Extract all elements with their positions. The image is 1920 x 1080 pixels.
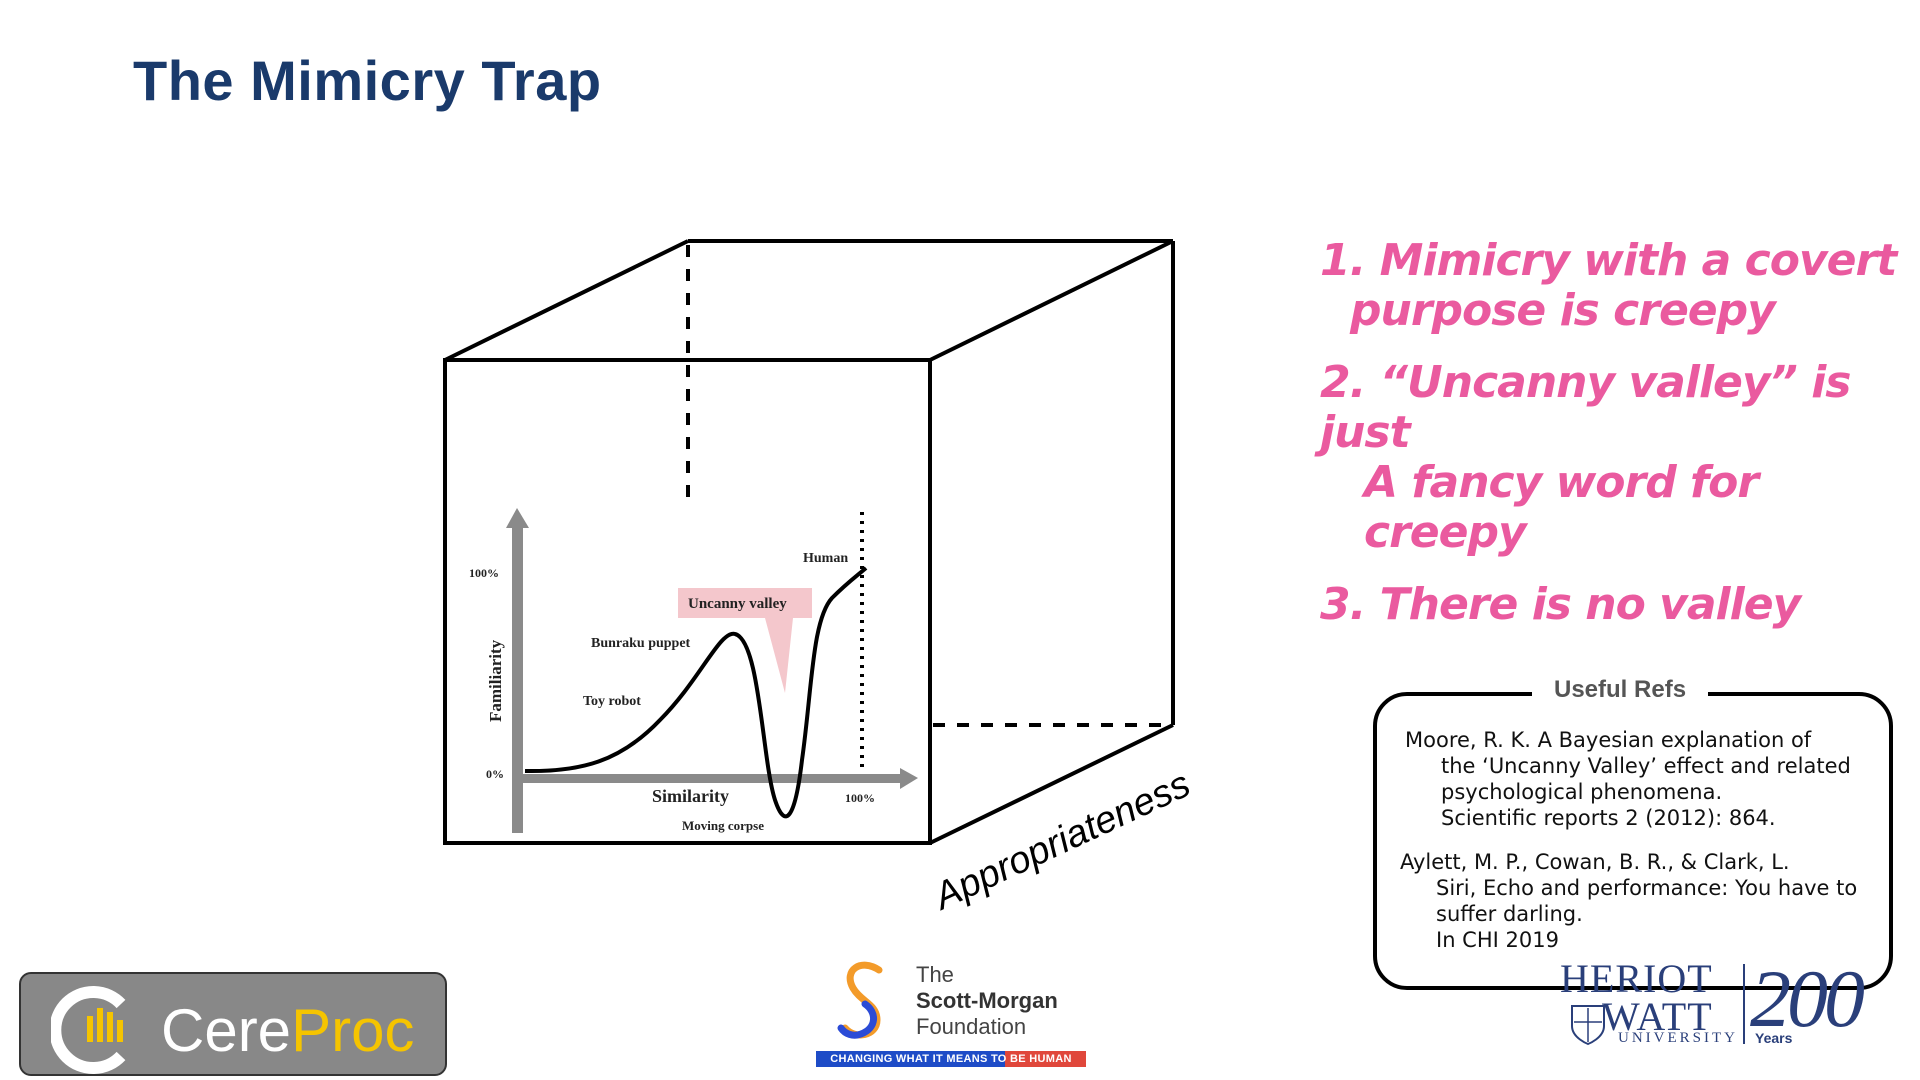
cereproc-logo-icon <box>51 986 126 1074</box>
refs-title: Useful Refs <box>1532 676 1709 704</box>
point-1: 1. Mimicry with a covert purpose is cree… <box>1320 236 1900 336</box>
graph-axes <box>506 508 918 833</box>
point-2: 2. “Uncanny valley” is just A fancy word… <box>1320 358 1900 558</box>
ref1-line2: the ‘Uncanny Valley’ effect and related <box>1441 754 1851 778</box>
ref2-line3: suffer darling. <box>1436 902 1583 926</box>
cube-hidden-edges <box>686 245 1170 727</box>
smf-s-icon <box>837 961 883 1039</box>
point-1-line1: Mimicry with a covert <box>1379 235 1898 286</box>
x-tick-100: 100% <box>845 791 875 805</box>
label-human: Human <box>803 551 848 566</box>
hw-university: UNIVERSITY <box>1618 1030 1738 1046</box>
uncanny-valley-highlight <box>678 588 812 693</box>
y-tick-0: 0% <box>486 767 504 781</box>
hw-years: Years <box>1755 1030 1793 1046</box>
point-1-line2: purpose is creepy <box>1350 285 1776 336</box>
ref-moore: Moore, R. K. A Bayesian explanation of t… <box>1405 727 1885 831</box>
x-axis-bar <box>512 774 902 783</box>
hw-crest-icon <box>1571 1005 1605 1046</box>
point-2-line2: A fancy word for creepy <box>1364 457 1759 558</box>
ref1-line4: Scientific reports 2 (2012): 864. <box>1441 806 1776 830</box>
label-toy-robot: Toy robot <box>583 694 641 709</box>
x-axis-label: Similarity <box>652 786 729 806</box>
label-bunraku: Bunraku puppet <box>591 636 691 651</box>
cereproc-logo: CereProc <box>19 972 447 1076</box>
smf-name: The Scott-Morgan Foundation <box>916 962 1058 1039</box>
y-axis-label: Familiarity <box>486 639 505 722</box>
point-1-number: 1. <box>1320 235 1366 286</box>
point-2-number: 2. <box>1320 357 1366 408</box>
scott-morgan-foundation-logo: The Scott-Morgan Foundation CHANGING WHA… <box>816 956 1086 1071</box>
appropriateness-label: Appropriateness <box>926 763 1196 919</box>
cube-frame <box>443 239 1175 845</box>
point-3-number: 3. <box>1320 579 1366 630</box>
ref-aylett: Aylett, M. P., Cowan, B. R., & Clark, L.… <box>1400 849 1880 953</box>
point-3: 3. There is no valley <box>1320 580 1900 630</box>
y-axis-arrow <box>506 508 529 528</box>
label-uncanny-valley: Uncanny valley <box>688 596 787 612</box>
slide-title: The Mimicry Trap <box>133 49 602 112</box>
hw-separator <box>1743 964 1745 1044</box>
ref2-line1: Aylett, M. P., Cowan, B. R., & Clark, L. <box>1400 850 1790 874</box>
x-axis-arrow <box>900 768 918 789</box>
ref1-line1: Moore, R. K. A Bayesian explanation of <box>1405 728 1812 752</box>
hw-200: 200 <box>1750 953 1865 1044</box>
cereproc-wordmark: CereProc <box>161 997 415 1064</box>
ref2-line4: In CHI 2019 <box>1436 928 1559 952</box>
key-points: 1. Mimicry with a covert purpose is cree… <box>1320 236 1900 652</box>
ref1-line3: psychological phenomena. <box>1441 780 1723 804</box>
point-2-line1: “Uncanny valley” is just <box>1320 357 1851 458</box>
smf-tagline: CHANGING WHAT IT MEANS TO BE HUMAN <box>816 1051 1086 1067</box>
y-tick-100: 100% <box>469 566 499 580</box>
point-3-line1: There is no valley <box>1379 579 1802 630</box>
ref2-line2: Siri, Echo and performance: You have to <box>1436 876 1858 900</box>
familiarity-curve <box>524 566 868 819</box>
label-moving-corpse: Moving corpse <box>682 818 764 833</box>
y-axis-bar <box>512 528 523 833</box>
